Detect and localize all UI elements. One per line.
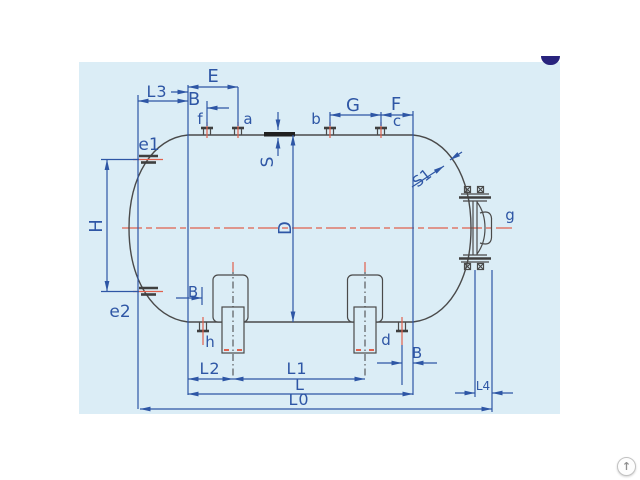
dim-label-L: L <box>295 375 305 394</box>
saddle-support-2 <box>346 262 384 378</box>
dim-label-L3: L3 <box>146 82 167 101</box>
nozzle-d: d <box>381 317 408 349</box>
nozzle-label-b: b <box>311 110 321 128</box>
dim-label-L4: L4 <box>476 379 490 393</box>
dimension-L4: L4 <box>455 379 513 396</box>
dimension-B-bottom-right: B <box>377 344 437 366</box>
extension-lines <box>101 85 493 412</box>
nozzle-label-h: h <box>205 333 215 351</box>
dimension-S: S <box>258 112 281 168</box>
up-arrow-icon: ↑ <box>621 460 632 473</box>
scroll-to-top-icon[interactable]: ↑ <box>617 457 636 476</box>
dim-label-G: G <box>346 95 360 116</box>
nozzle-label-c: c <box>393 112 401 130</box>
nozzle-label-e2: e2 <box>109 302 130 322</box>
dim-label-F: F <box>391 94 401 115</box>
dim-label-L2: L2 <box>199 359 220 378</box>
right-head <box>412 134 472 323</box>
dim-label-L0: L0 <box>288 390 309 409</box>
drawing-panel <box>79 62 560 414</box>
dim-label-B-top: B <box>188 89 200 110</box>
dim-label-L1: L1 <box>286 359 307 378</box>
nozzle-label-d: d <box>381 331 391 349</box>
dim-label-E: E <box>207 66 218 87</box>
dimension-G: G <box>330 95 381 118</box>
manhole-extensions <box>474 270 493 412</box>
logo-fragment <box>541 56 560 65</box>
dimension-L3: L3 <box>138 82 188 104</box>
nozzle-label-f: f <box>197 110 203 128</box>
dimension-E: E <box>188 66 238 90</box>
nozzle-label-g: g <box>505 206 515 224</box>
dimension-L1: L1 <box>233 359 365 382</box>
dimension-B-top: B <box>171 89 229 111</box>
dimension-L: L <box>188 375 413 397</box>
dimension-F: F <box>381 94 413 118</box>
dim-label-B-bottom-left: B <box>188 283 198 301</box>
dimension-L0: L0 <box>140 390 492 412</box>
dim-label-S: S <box>258 157 278 168</box>
dimension-L2: L2 <box>188 359 233 382</box>
dimension-B-bottom-left: B <box>176 283 202 301</box>
saddle-support-1 <box>212 262 249 378</box>
nozzle-label-a: a <box>243 110 252 128</box>
dimension-D: D <box>275 135 296 322</box>
left-head <box>128 134 189 323</box>
dim-label-H: H <box>86 219 107 233</box>
nozzle-h: h <box>197 317 215 351</box>
manhole-handle <box>479 211 493 245</box>
dimension-H: H <box>86 159 110 292</box>
shell-wall-section <box>264 132 295 137</box>
dim-label-B-bottom-right: B <box>412 344 422 362</box>
dim-label-D: D <box>275 221 296 235</box>
manhole-g: g <box>459 185 515 271</box>
nozzle-label-e1: e1 <box>138 135 159 155</box>
